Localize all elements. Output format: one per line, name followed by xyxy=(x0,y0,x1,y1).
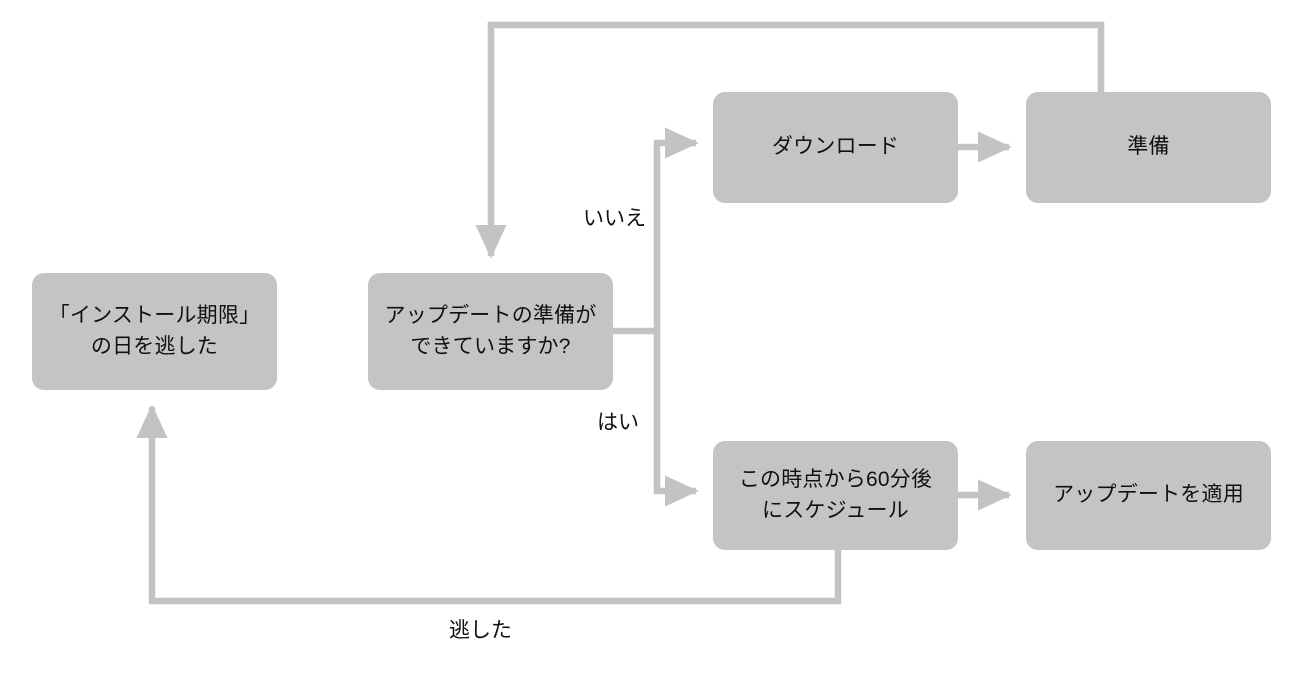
edge-label-yes: はい xyxy=(597,411,639,434)
edge-label-no: いいえ xyxy=(583,207,646,230)
node-download-label: ダウンロード xyxy=(771,135,900,159)
node-apply-update-label: アップデートを適用 xyxy=(1053,483,1244,507)
node-prepare-label: 準備 xyxy=(1127,135,1170,159)
node-schedule-60-min-label: この時点から60分後 にスケジュール xyxy=(738,468,933,522)
node-download[interactable]: ダウンロード xyxy=(713,92,958,203)
edge-prepare-to-question xyxy=(475,21,1105,259)
node-update-ready-question-label: アップデートの準備が できていますか? xyxy=(384,304,597,358)
node-prepare[interactable]: 準備 xyxy=(1026,92,1271,203)
edge-question-to-schedule xyxy=(653,331,699,507)
node-apply-update[interactable]: アップデートを適用 xyxy=(1026,441,1271,550)
edge-question-to-download xyxy=(653,127,699,331)
node-update-ready-question[interactable]: アップデートの準備が できていますか? xyxy=(368,273,613,390)
node-missed-deadline[interactable]: 「インストール期限」 の日を逃した xyxy=(32,273,277,390)
edge-label-missed: 逃した xyxy=(449,619,512,642)
node-schedule-60-min[interactable]: この時点から60分後 にスケジュール xyxy=(713,441,958,550)
edge-schedule-to-missed-deadline xyxy=(136,404,842,605)
node-missed-deadline-label: 「インストール期限」 の日を逃した xyxy=(48,304,261,358)
